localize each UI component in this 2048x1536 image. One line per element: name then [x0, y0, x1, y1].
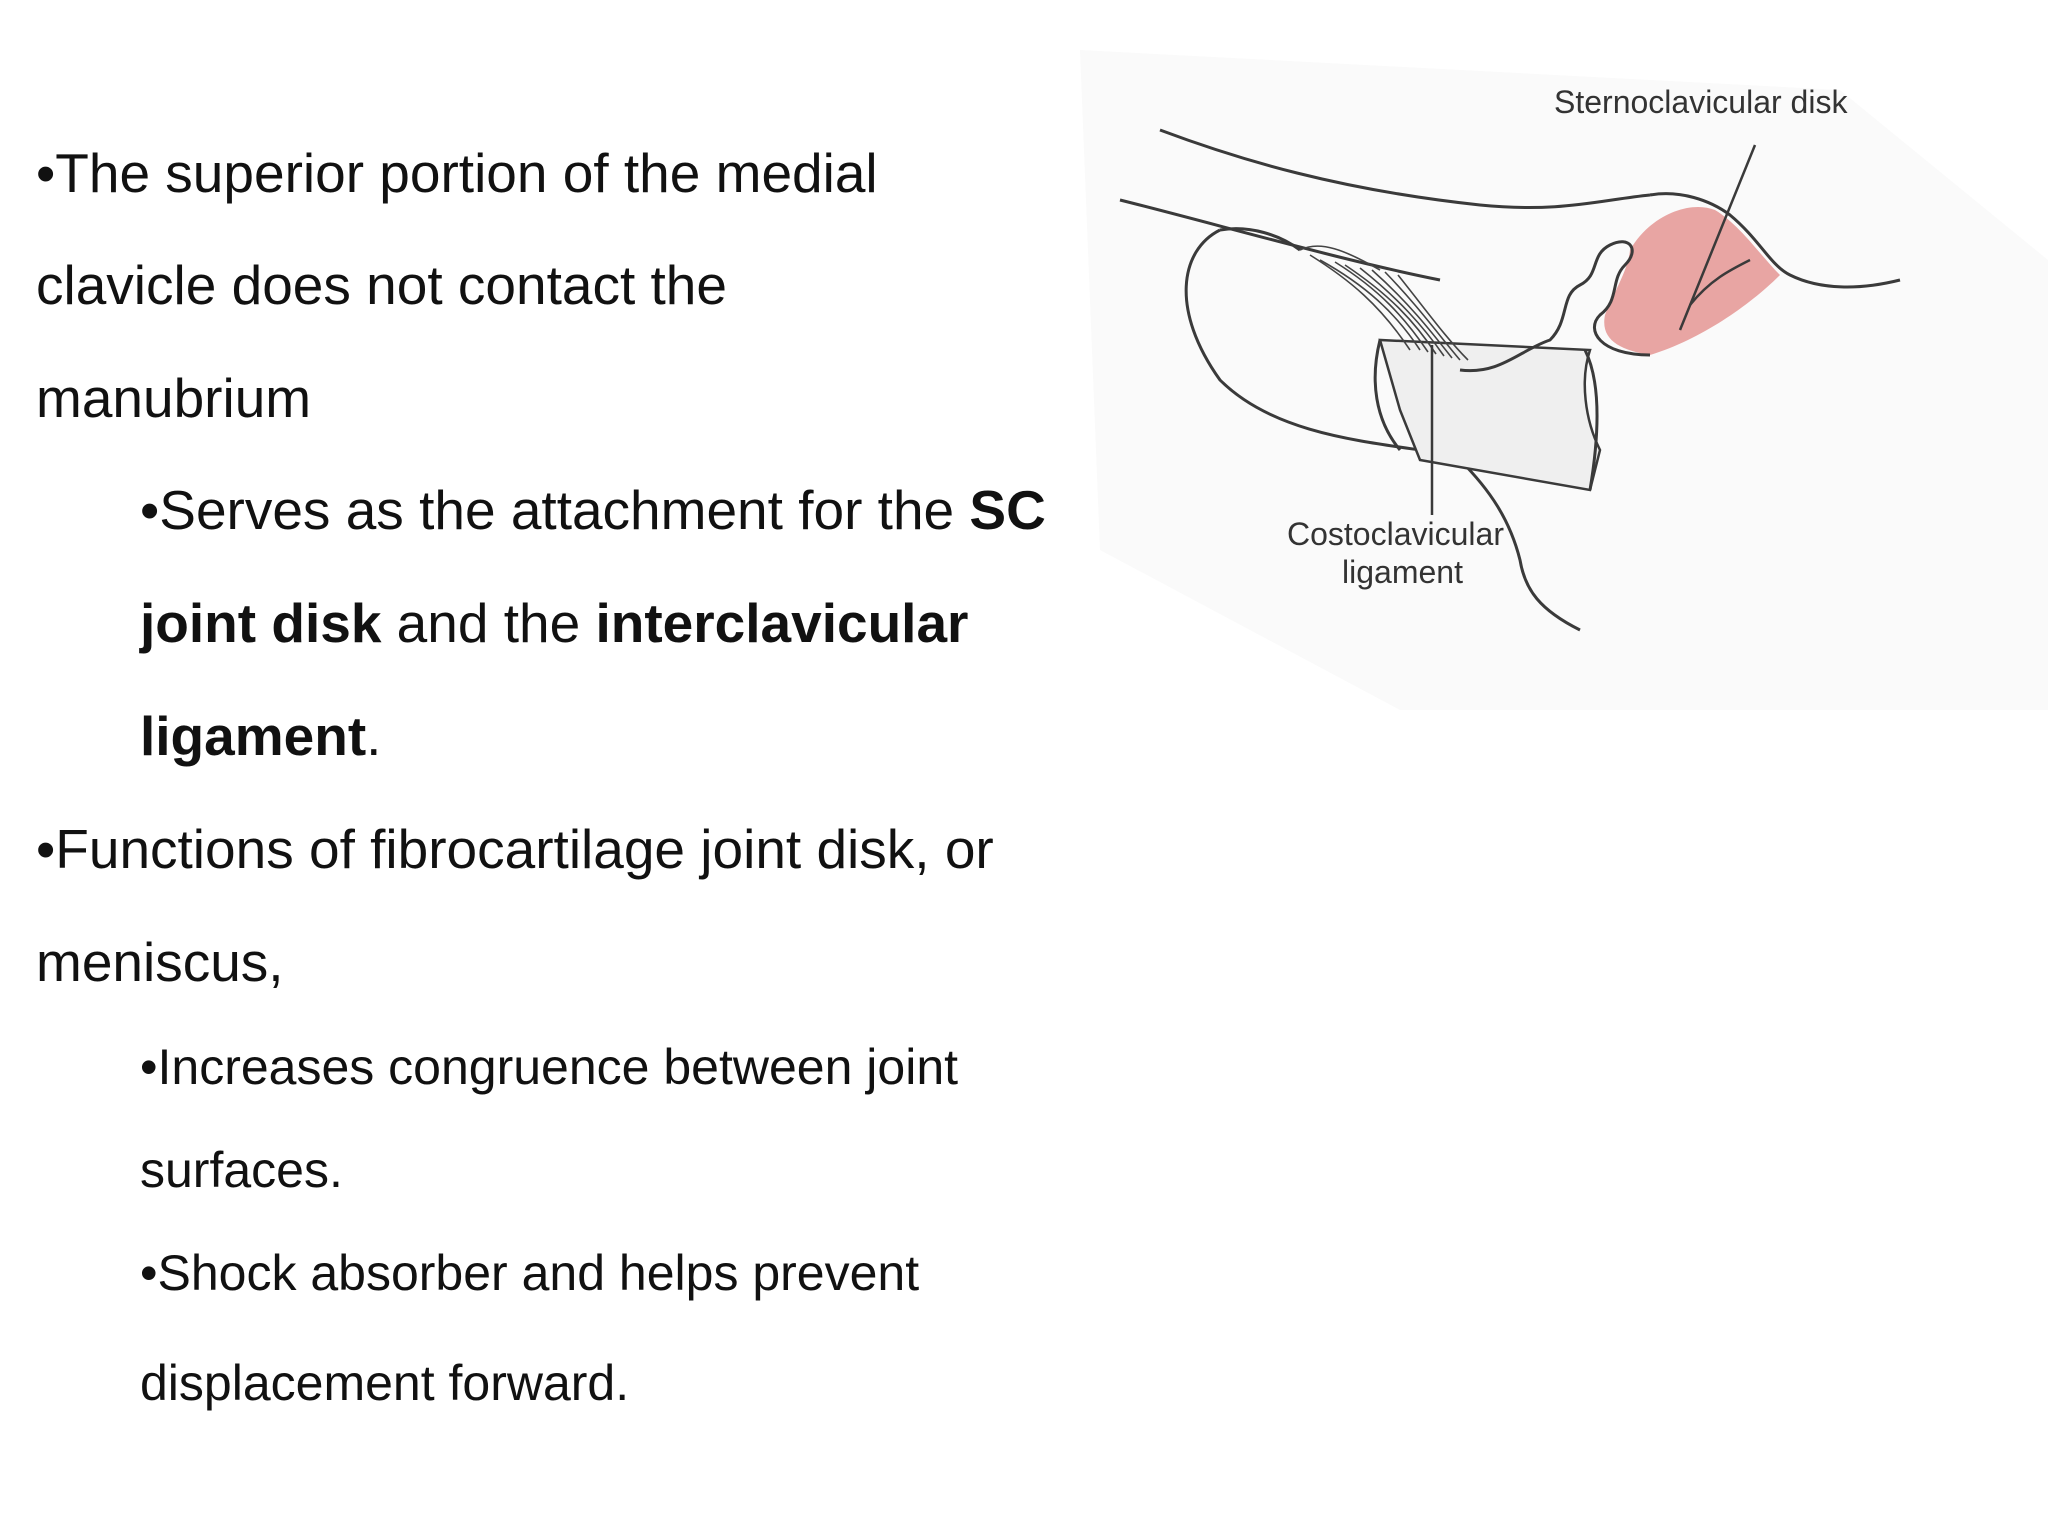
joint-diagram: [1080, 50, 2048, 710]
bullet-1-sub-bold-interclavicular: interclavicular: [595, 592, 969, 654]
bullet-1-sub-end: .: [366, 705, 382, 767]
rib-upper-edge: [1219, 227, 1301, 252]
bullet-1-sub-line-3: ligament.: [140, 709, 381, 764]
sternoclavicular-disk: [1604, 206, 1780, 355]
ligament-left-edge: [1373, 339, 1402, 451]
disk-leader-line: [1678, 144, 1757, 331]
clavicle-lower-outline: [1119, 198, 1441, 282]
rib-outline: [1184, 228, 1581, 632]
bullet-1-line-3: manubrium: [36, 367, 312, 429]
disk-inner-line: [1689, 258, 1751, 306]
bullet-2-sub-1-line-2: surfaces.: [140, 1142, 343, 1198]
label-ligament: ligament: [1342, 554, 1463, 590]
label-costoclavicular: Costoclavicular: [1287, 516, 1504, 552]
bullet-2-sub-2-line-1: •Shock absorber and helps prevent: [140, 1245, 920, 1301]
bullet-1-sub-mid: and the: [381, 592, 596, 654]
label-sternoclavicular-disk: Sternoclavicular disk: [1554, 84, 1848, 120]
ligament-fibers: [1299, 245, 1469, 361]
bullet-1-sub-bold-ligament: ligament: [140, 705, 367, 767]
manubrium-edge: [1583, 349, 1599, 491]
bullet-1-sub-bold-sc: SC: [969, 479, 1046, 541]
clavicle-medial-end: [1459, 240, 1651, 373]
bullet-2-sub-2-line-2: displacement forward.: [140, 1355, 630, 1411]
bullet-2-line-1: •Functions of fibrocartilage joint disk,…: [36, 818, 994, 880]
bullet-2-line-2: meniscus,: [36, 931, 284, 993]
bullet-1-sub-line-1: •Serves as the attachment for the SC: [140, 483, 1046, 538]
bullet-1-line-2: clavicle does not contact the: [36, 254, 727, 316]
bullet-1-sub-prefix: •Serves as the attachment for the: [140, 479, 970, 541]
sternoclavicular-joint-figure: Sternoclavicular disk Costoclavicular li…: [1080, 50, 2048, 710]
bullet-1-sub-bold-joint-disk: joint disk: [140, 592, 382, 654]
bullet-1-line-1: •The superior portion of the medial: [36, 142, 878, 204]
manubrium-upper-outline: [1649, 192, 1901, 289]
bullet-1-sub-line-2: joint disk and the interclavicular: [140, 596, 968, 651]
clavicle-upper-outline: [1159, 128, 1651, 210]
bullet-2-sub-1-line-1: •Increases congruence between joint: [140, 1039, 959, 1095]
